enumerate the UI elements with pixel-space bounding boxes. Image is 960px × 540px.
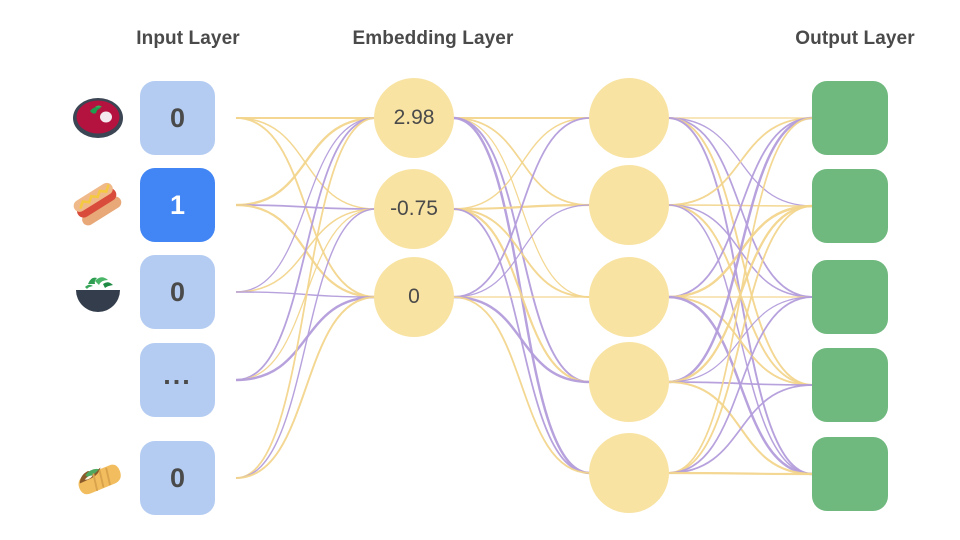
input-value-cell-2[interactable]: 0 [140,255,215,329]
input-value-cell-1[interactable]: 1 [140,168,215,242]
input-value-cell-4[interactable]: 0 [140,441,215,515]
burrito-icon [70,450,126,506]
embedding-layer-title: Embedding Layer [352,28,514,49]
hidden-node-0[interactable] [589,78,669,158]
input-layer-title: Input Layer [136,28,240,49]
input-row-2[interactable]: 0 [70,254,240,330]
input-row-1[interactable]: 1 [70,167,240,243]
output-node-2[interactable] [812,260,888,334]
embedding-node-1[interactable]: -0.75 [374,169,454,249]
output-node-0[interactable] [812,81,888,155]
output-node-1[interactable] [812,169,888,243]
embedding-node-0[interactable]: 2.98 [374,78,454,158]
hidden-node-4[interactable] [589,433,669,513]
input-value-cell-0[interactable]: 0 [140,81,215,155]
hot-dog-icon [70,177,126,233]
output-node-4[interactable] [812,437,888,511]
hidden-node-3[interactable] [589,342,669,422]
input-row-3[interactable]: ... [70,342,240,418]
bowl-of-soup-icon [70,90,126,146]
no-icon-placeholder [70,352,126,408]
hidden-node-1[interactable] [589,165,669,245]
output-node-3[interactable] [812,348,888,422]
input-row-0[interactable]: 0 [70,80,240,156]
input-value-cell-3[interactable]: ... [140,343,215,417]
green-salad-icon [70,264,126,320]
output-layer-title: Output Layer [795,28,915,49]
embedding-node-2[interactable]: 0 [374,257,454,337]
input-row-4[interactable]: 0 [70,440,240,516]
hidden-node-2[interactable] [589,257,669,337]
